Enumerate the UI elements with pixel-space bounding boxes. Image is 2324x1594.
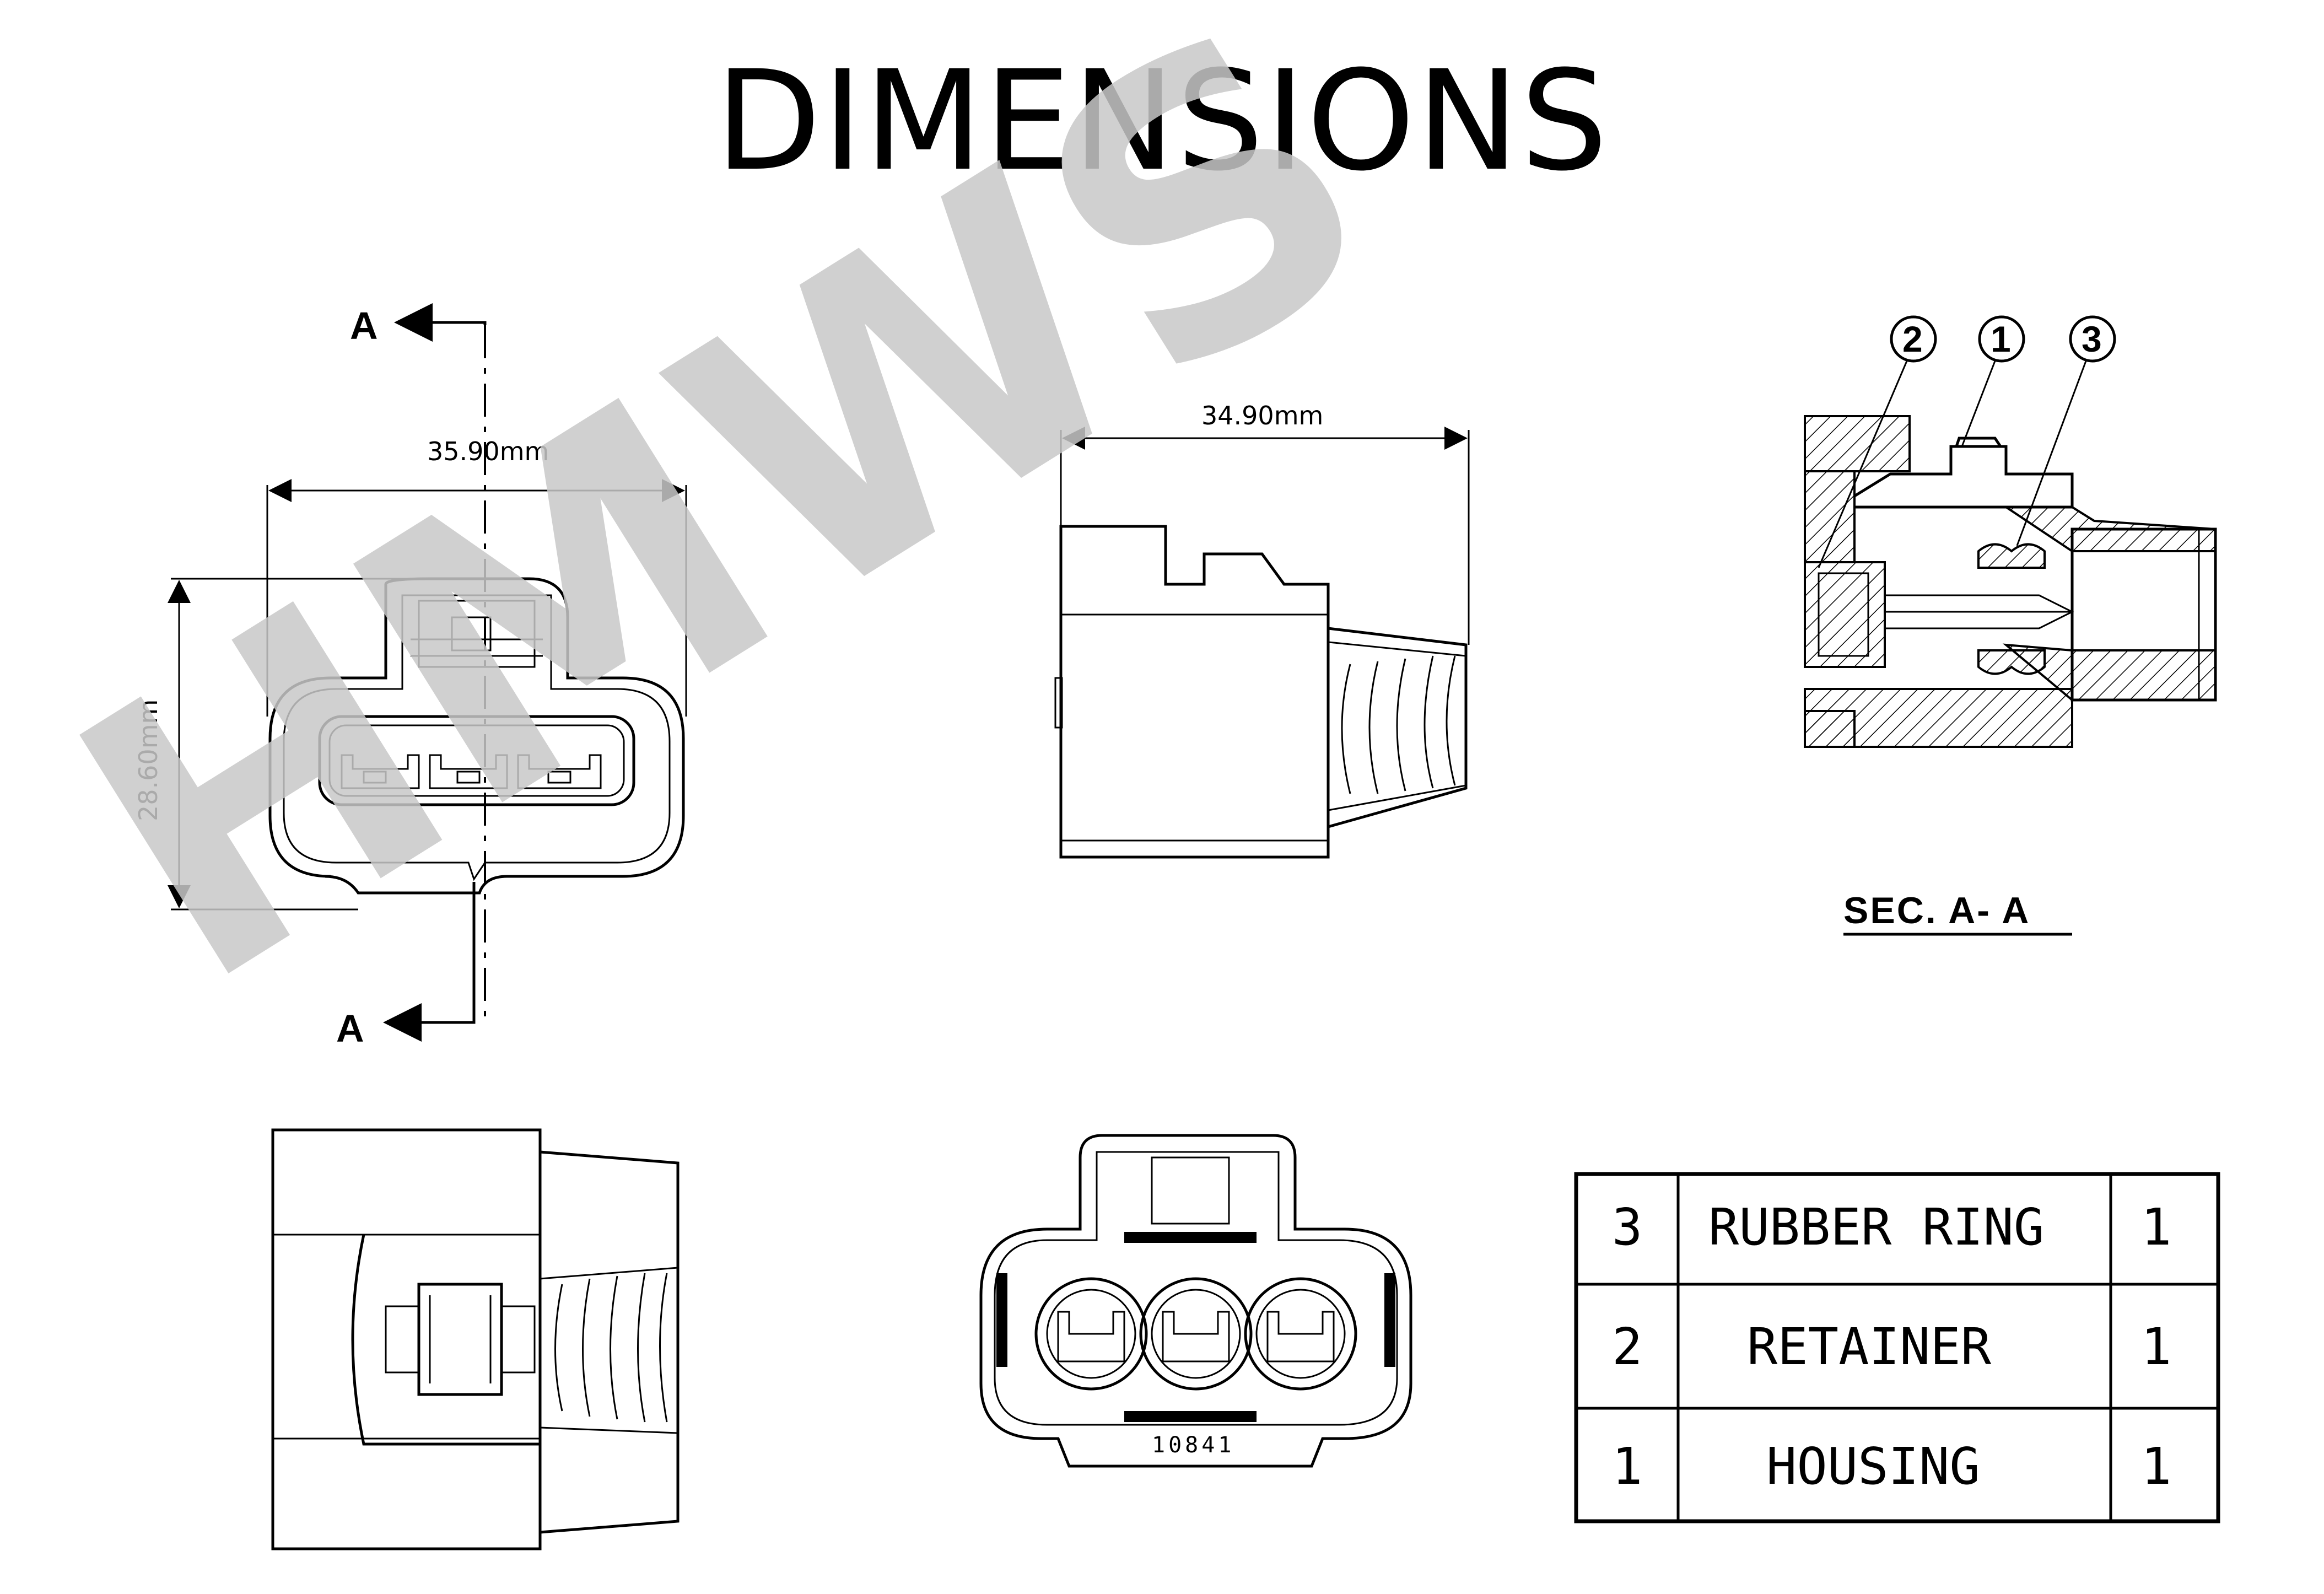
parts-row: 2 RETAINER 1 [1612, 1317, 2171, 1376]
part-number: 1 [1612, 1437, 1642, 1496]
front-height-dimension: 28.60mm [133, 699, 163, 821]
section-marker-bottom: A [336, 1007, 364, 1050]
callout-2: 2 [1902, 319, 1923, 359]
page-title: DIMENSIONS [715, 41, 1609, 201]
part-marking: 10841 [1152, 1433, 1234, 1458]
part-name: HOUSING [1766, 1437, 1980, 1496]
part-quantity: 1 [2141, 1317, 2171, 1376]
part-quantity: 1 [2141, 1437, 2171, 1496]
watermark: HMWS [9, 0, 1443, 1070]
section-marker-top: A [350, 304, 378, 347]
part-number: 3 [1612, 1198, 1642, 1257]
section-a-a-view: 2 1 3 SEC. A- A [1804, 315, 2217, 936]
callout-3: 3 [2082, 319, 2102, 359]
parts-row: 1 HOUSING 1 [1612, 1437, 2171, 1496]
part-quantity: 1 [2141, 1198, 2171, 1257]
callout-1: 1 [1991, 319, 2011, 359]
bottom-side-view [271, 1128, 680, 1550]
part-number: 2 [1612, 1317, 1642, 1376]
section-label: SEC. A- A [1843, 890, 2030, 931]
part-name: RUBBER RING [1708, 1198, 2044, 1257]
front-width-dimension: 35.90mm [427, 437, 549, 466]
part-name: RETAINER [1747, 1317, 1992, 1376]
side-view: 34.90mm [1054, 401, 1470, 859]
parts-list-table: 3 RUBBER RING 1 2 RETAINER 1 1 HOUSING 1 [1574, 1172, 2220, 1523]
front-view: A A 35.90mm 28.60mm [133, 303, 687, 1050]
parts-row: 3 RUBBER RING 1 [1612, 1198, 2171, 1257]
side-width-dimension: 34.90mm [1201, 401, 1323, 430]
rear-view: 10841 [979, 1134, 1412, 1468]
